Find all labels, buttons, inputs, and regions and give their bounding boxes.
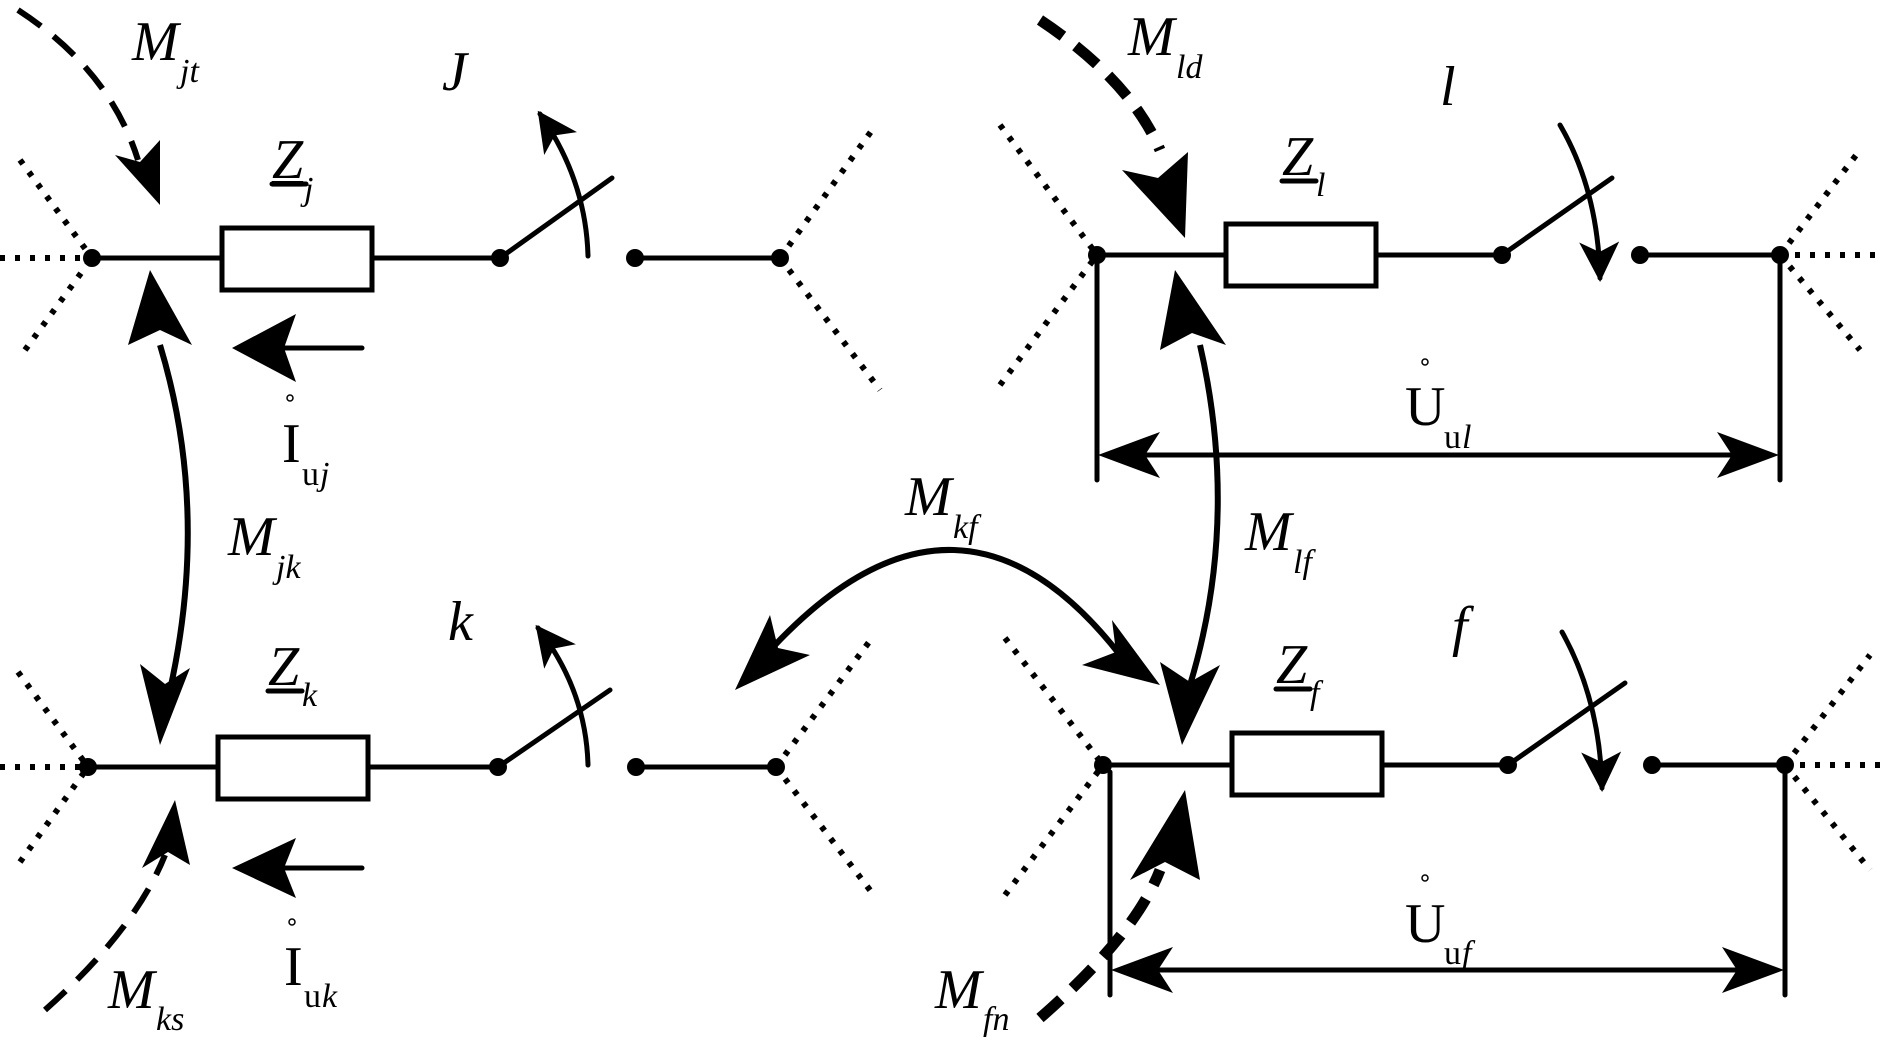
svg-text:jt: jt [176,53,200,90]
svg-text:ld: ld [1176,49,1203,86]
svg-text:M: M [904,466,955,528]
svg-text:u: u [302,456,319,493]
svg-text:kf: kf [953,509,982,546]
coupling-arc-mlf [1160,270,1226,745]
svg-text:Z: Z [268,636,300,698]
label-mfn: M fn [934,959,1009,1038]
svg-text:u: u [1444,419,1461,456]
svg-text:u: u [304,978,321,1015]
coupling-arc-mjk [128,270,192,745]
label-mks: M ks [107,959,184,1038]
coupling-arc-mkf [735,547,1160,690]
line-l [997,122,1880,483]
svg-text:U: U [1405,376,1445,438]
label-zf: Z f [1273,634,1324,712]
switch-arrow-f [1559,629,1622,792]
svg-text:I: I [284,936,303,998]
current-arrow-uk [232,838,365,898]
label-zj: Z j [269,129,313,208]
switch-arrow-l [1557,122,1620,282]
influence-arrow-mfn [1036,868,1166,1023]
line-j [0,110,883,392]
line-f [1002,629,1880,998]
impedance-zf [1229,730,1385,798]
svg-text:Z: Z [1276,634,1308,696]
svg-text:ks: ks [156,1001,184,1038]
svg-text:l: l [1462,419,1471,456]
svg-text:M: M [131,11,182,73]
svg-text:k: k [302,677,318,714]
label-uuf: U u f [1405,874,1476,972]
svg-text:M: M [1127,6,1178,68]
svg-text:u: u [1444,935,1461,972]
label-zk: Z k [265,636,318,714]
svg-text:M: M [227,506,278,568]
svg-text:k: k [322,978,338,1015]
node-label-k: k [448,591,474,653]
svg-text:j: j [316,456,329,493]
svg-text:lf: lf [1293,544,1316,581]
svg-text:f: f [1462,935,1476,972]
svg-text:M: M [107,959,158,1021]
label-iuk: I u k [284,918,338,1015]
switch-arrow-j [537,110,591,259]
node-label-j: J [442,41,470,103]
svg-text:Z: Z [272,129,304,191]
label-mjk: M jk [227,506,301,586]
impedance-zj [219,225,375,293]
line-k [0,624,879,900]
influence-arrow-mks [43,853,168,1013]
svg-text:M: M [934,959,985,1021]
svg-text:Z: Z [1282,126,1314,188]
svg-text:I: I [282,413,301,475]
svg-text:l: l [1316,167,1325,204]
switch-arrow-k [535,624,591,768]
current-arrow-uj [232,314,365,382]
influence-arrow-mld [1036,15,1166,153]
label-mld: M ld [1127,6,1203,86]
influence-arrow-mjt [16,7,141,161]
svg-text:f: f [1310,675,1324,712]
svg-text:U: U [1405,893,1445,955]
node-label-l: l [1440,56,1456,118]
label-zl: Z l [1279,126,1325,204]
svg-text:M: M [1244,501,1295,563]
impedance-zl [1223,221,1379,289]
label-mjt: M jt [131,11,200,90]
label-uul: U u l [1405,358,1471,456]
impedance-zk [215,734,371,802]
label-iuj: I u j [282,394,329,493]
svg-text:jk: jk [272,549,301,586]
node-label-f: f [1452,596,1475,658]
svg-text:fn: fn [983,1001,1009,1038]
svg-text:j: j [300,171,313,208]
label-mlf: M lf [1244,501,1316,581]
label-mkf: M kf [904,466,982,546]
